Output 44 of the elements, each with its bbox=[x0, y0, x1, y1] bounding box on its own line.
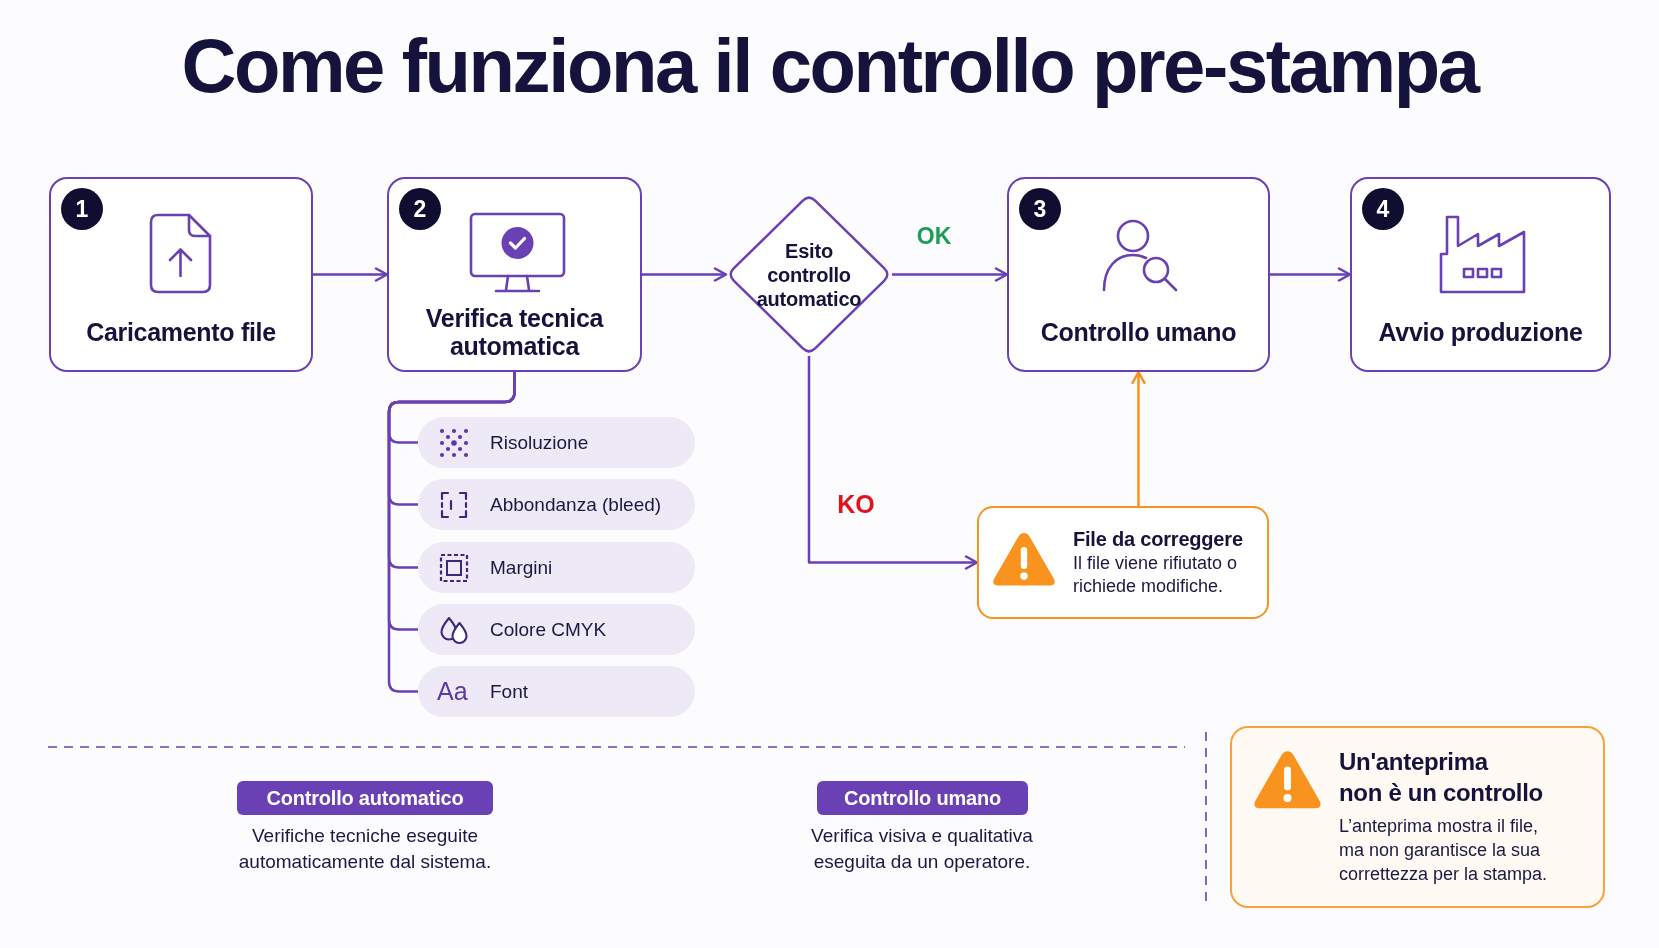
flow-arrow bbox=[1270, 267, 1352, 282]
step-number: 1 bbox=[61, 188, 103, 230]
card-text: L’anteprima mostra il file, ma non garantisce la sua correttezza per la stampa. bbox=[1339, 815, 1549, 886]
alert-text: Il file viene rifiutato o richiede modifiche. bbox=[1073, 552, 1239, 598]
step-title: Avvio produzione bbox=[1378, 318, 1583, 346]
step-title: Caricamento file bbox=[86, 318, 276, 346]
process-box bbox=[1007, 177, 1270, 372]
alert-title: File da correggere bbox=[1073, 527, 1243, 552]
checklist-item bbox=[418, 542, 695, 593]
warning-card bbox=[1230, 726, 1605, 908]
step-number: 4 bbox=[1362, 188, 1404, 230]
process-box bbox=[1350, 177, 1611, 372]
category-tag: Controllo umano bbox=[817, 781, 1028, 815]
flow-arrow bbox=[1131, 370, 1146, 506]
tag-description: Verifica visiva e qualitativa eseguita da un operatore. bbox=[810, 824, 1034, 874]
flow-arrow bbox=[892, 267, 1009, 282]
step-number: 3 bbox=[1019, 188, 1061, 230]
diagram-title: Come funziona il controllo pre-stampa bbox=[181, 24, 1478, 108]
process-box bbox=[387, 177, 642, 372]
check-label: Font bbox=[490, 680, 529, 703]
decision-label: Esito controllo automatico bbox=[755, 238, 863, 311]
step-number: 2 bbox=[399, 188, 441, 230]
flow-arrow bbox=[807, 356, 979, 570]
edge-label: KO bbox=[837, 491, 875, 517]
check-label: Risoluzione bbox=[490, 431, 589, 454]
checklist-item bbox=[418, 604, 695, 655]
checklist-item bbox=[418, 666, 695, 717]
check-label: Abbondanza (bleed) bbox=[490, 493, 662, 516]
tree-connector bbox=[387, 372, 516, 693]
flow-arrow bbox=[313, 267, 389, 282]
step-title: Verifica tecnica automatica bbox=[424, 304, 605, 360]
step-title: Controllo umano bbox=[1040, 318, 1237, 346]
edge-label: OK bbox=[916, 224, 952, 248]
checklist-item bbox=[418, 417, 695, 468]
font-sample-text: Aa bbox=[437, 678, 468, 704]
process-box bbox=[49, 177, 313, 372]
decision-diamond bbox=[726, 193, 892, 356]
flow-arrow bbox=[642, 267, 728, 282]
check-label: Colore CMYK bbox=[490, 618, 607, 641]
tag-description: Verifiche tecniche eseguite automaticamente dal sistema. bbox=[237, 824, 493, 874]
checklist-item bbox=[418, 479, 695, 530]
check-label: Margini bbox=[490, 556, 553, 579]
alert-box bbox=[977, 506, 1269, 619]
category-tag: Controllo automatico bbox=[237, 781, 493, 815]
